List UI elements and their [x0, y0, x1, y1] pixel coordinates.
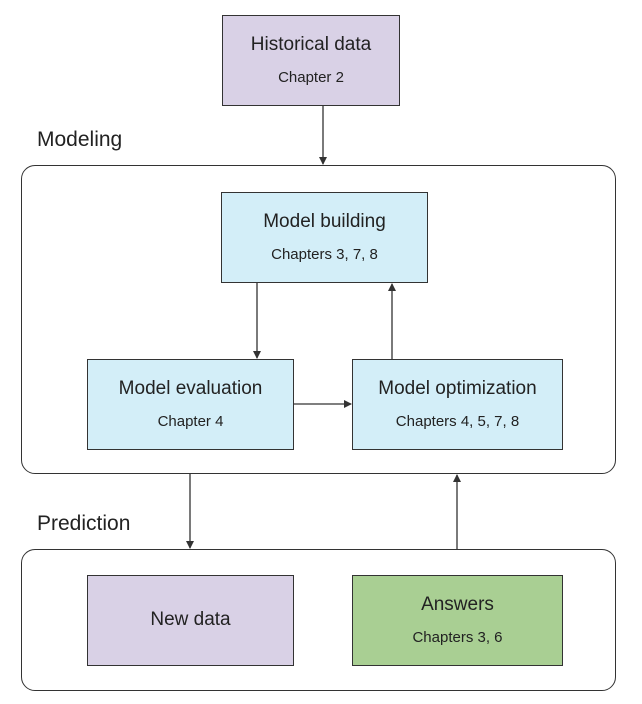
model-optimization-subtitle: Chapters 4, 5, 7, 8	[395, 412, 520, 430]
prediction-group-label: Prediction	[37, 512, 131, 535]
model-optimization-node: Model optimization Chapters 4, 5, 7, 8	[352, 359, 563, 450]
model-evaluation-title: Model evaluation	[118, 378, 263, 400]
new-data-title: New data	[150, 609, 231, 631]
modeling-group	[21, 165, 616, 474]
model-evaluation-node: Model evaluation Chapter 4	[87, 359, 294, 450]
model-building-subtitle: Chapters 3, 7, 8	[271, 245, 378, 263]
historical-data-title: Historical data	[250, 34, 372, 56]
answers-node: Answers Chapters 3, 6	[352, 575, 563, 666]
model-building-title: Model building	[263, 211, 386, 233]
model-building-node: Model building Chapters 3, 7, 8	[221, 192, 428, 283]
answers-subtitle: Chapters 3, 6	[412, 628, 503, 646]
historical-data-subtitle: Chapter 2	[278, 68, 344, 86]
answers-title: Answers	[421, 594, 494, 616]
modeling-group-label: Modeling	[37, 128, 123, 151]
model-evaluation-subtitle: Chapter 4	[157, 412, 224, 430]
new-data-node: New data	[87, 575, 294, 666]
historical-data-node: Historical data Chapter 2	[222, 15, 400, 106]
prediction-group	[21, 549, 616, 691]
model-optimization-title: Model optimization	[378, 378, 537, 400]
